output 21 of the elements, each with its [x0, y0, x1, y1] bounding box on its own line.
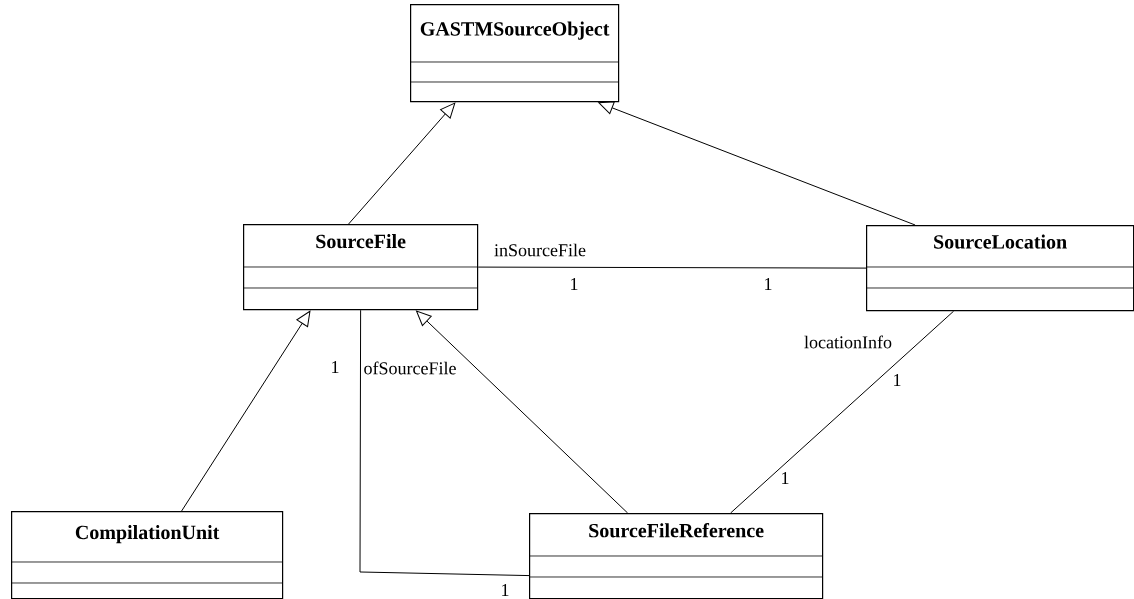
edge-label: locationInfo — [802, 333, 894, 351]
multiplicity-label: 1 — [571, 278, 578, 290]
multiplicity-label: 1 — [332, 361, 339, 373]
generalization-arrow — [181, 310, 311, 512]
multiplicity-label: 1 — [782, 472, 789, 484]
association-line — [730, 310, 955, 514]
edge-label: inSourceFile — [492, 241, 588, 259]
class-box: SourceFileReference — [528, 513, 824, 599]
class-box: GASTMSourceObject — [409, 4, 620, 103]
association-line — [477, 266, 867, 269]
association-line — [359, 309, 530, 577]
multiplicity-label: 1 — [765, 278, 772, 290]
class-box: CompilationUnit — [10, 511, 284, 599]
multiplicity-label: 1 — [894, 374, 901, 386]
edge-label: ofSourceFile — [361, 359, 459, 377]
class-box: SourceLocation — [865, 225, 1134, 312]
generalization-arrow — [348, 102, 456, 225]
multiplicity-label: 1 — [502, 584, 509, 596]
generalization-arrow — [416, 310, 629, 514]
generalization-arrow — [598, 101, 916, 226]
class-box: SourceFile — [242, 224, 479, 311]
